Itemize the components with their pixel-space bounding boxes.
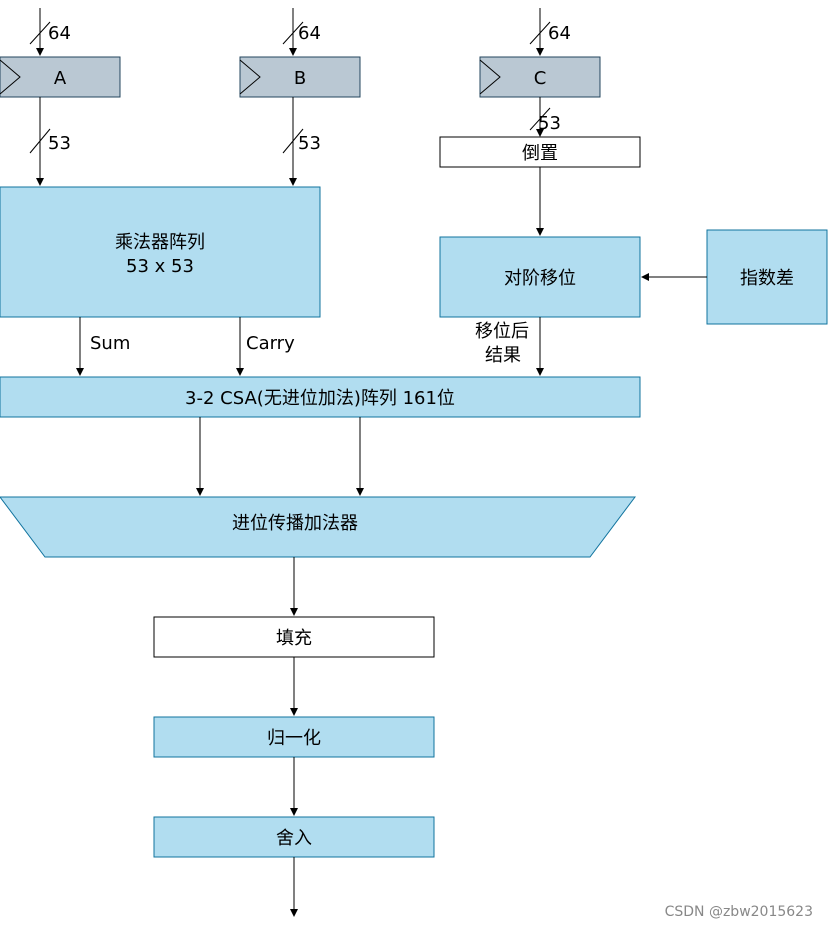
register-a-output-bus: 53 (29, 97, 71, 186)
normalize-block: 归一化 (153, 716, 435, 758)
watermark: CSDN @zbw2015623 (665, 904, 813, 920)
multiplier-array-block: 乘法器阵列 53 x 53 (0, 186, 321, 318)
bus-slash (529, 107, 551, 131)
bus-width-label: 53 (538, 113, 561, 134)
bus-slash (529, 21, 551, 45)
alignment-shift-label: 对阶移位 (504, 268, 576, 289)
bus-slash (29, 21, 51, 45)
register-b: B (239, 56, 361, 98)
shifted-label-line2: 结果 (485, 345, 521, 366)
bus-width-label: 53 (298, 133, 321, 154)
register-b-output-bus: 53 (282, 97, 321, 186)
register-b-label: B (294, 68, 306, 89)
register-c-label: C (534, 68, 547, 89)
register-c-input-bus: 64 (529, 8, 571, 56)
register-c: C (479, 56, 601, 98)
round-label: 舍入 (276, 828, 312, 849)
bus-width-label: 53 (48, 133, 71, 154)
pad-block: 填充 (153, 616, 435, 658)
sum-signal: Sum (76, 317, 130, 376)
carry-label: Carry (246, 333, 295, 354)
clock-edge-icon (479, 59, 501, 95)
shifted-label-line1: 移位后 (475, 321, 529, 342)
sum-label: Sum (90, 333, 130, 354)
cpa-label: 进位传播加法器 (232, 513, 358, 534)
csa-array-block: 3-2 CSA(无进位加法)阵列 161位 (0, 376, 641, 418)
carry-propagate-adder-block: 进位传播加法器 (0, 496, 636, 558)
round-block: 舍入 (153, 816, 435, 858)
bus-slash (29, 128, 51, 154)
multiplier-size: 53 x 53 (126, 256, 194, 277)
exponent-diff-block: 指数差 (706, 229, 828, 325)
bus-width-label: 64 (48, 23, 71, 44)
carry-signal: Carry (236, 317, 295, 376)
bus-slash (282, 128, 304, 154)
csa-label: 3-2 CSA(无进位加法)阵列 161位 (185, 388, 455, 409)
shifted-result-signal: 移位后 结果 (475, 317, 544, 376)
register-a: A (0, 56, 121, 98)
register-a-input-bus: 64 (29, 8, 71, 56)
bus-slash (282, 21, 304, 45)
invert-block: 倒置 (439, 136, 641, 168)
register-c-output-bus: 53 (529, 97, 561, 137)
bus-width-label: 64 (548, 23, 571, 44)
normalize-label: 归一化 (267, 728, 321, 749)
pad-label: 填充 (276, 628, 312, 649)
register-a-label: A (54, 68, 67, 89)
multiplier-title: 乘法器阵列 (115, 232, 205, 253)
invert-label: 倒置 (522, 143, 558, 164)
exponent-diff-label: 指数差 (740, 268, 794, 289)
clock-edge-icon (0, 59, 21, 95)
clock-edge-icon (239, 59, 261, 95)
bus-width-label: 64 (298, 23, 321, 44)
alignment-shift-block: 对阶移位 (439, 236, 641, 318)
register-b-input-bus: 64 (282, 8, 321, 56)
